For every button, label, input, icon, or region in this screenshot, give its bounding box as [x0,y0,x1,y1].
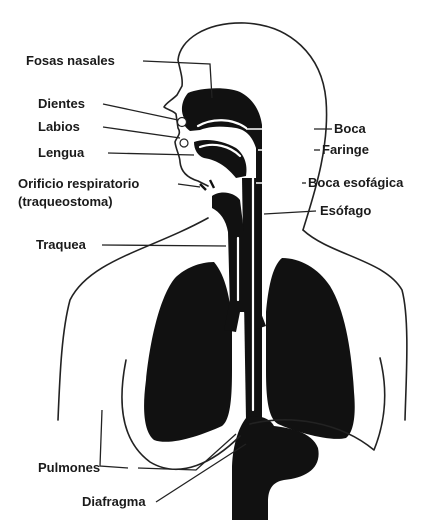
label-faringe: Faringe [322,142,369,157]
label-fosas-nasales: Fosas nasales [26,53,115,68]
label-dientes: Dientes [38,96,85,111]
left-lung [144,262,232,442]
label-orificio-respiratorio: Orificio respiratorio [18,176,139,191]
label-labios: Labios [38,119,80,134]
label-lengua: Lengua [38,145,85,160]
label-boca: Boca [334,121,367,136]
nasal-cavity-pharynx [182,88,262,190]
right-lung [266,258,355,439]
label-pulmones: Pulmones [38,460,100,475]
label-diafragma: Diafragma [82,494,146,509]
label-traquea: Traquea [36,237,87,252]
label-boca-esofagica: Boca esofágica [308,175,404,190]
label-traqueostoma: (traqueostoma) [18,194,113,209]
label-esofago: Esófago [320,203,371,218]
